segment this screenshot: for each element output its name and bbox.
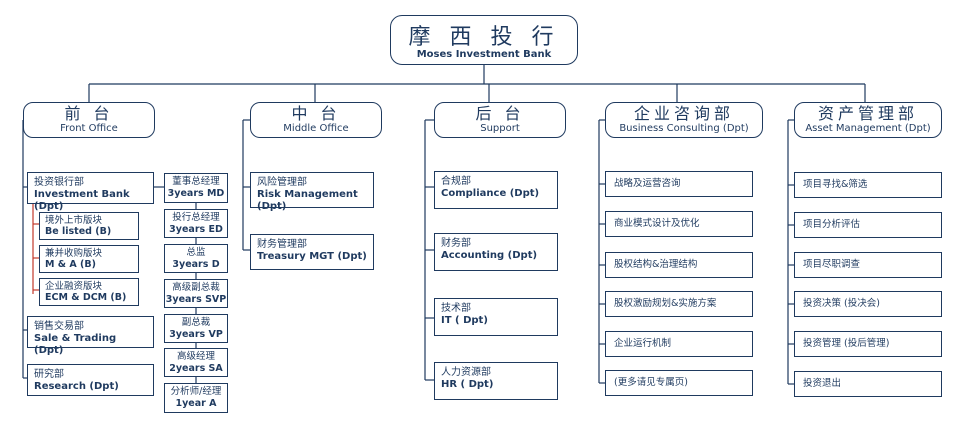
unit-accounting: 财务部 Accounting (Dpt)	[434, 233, 558, 271]
unit-compliance: 合规部 Compliance (Dpt)	[434, 171, 558, 209]
rank-label-en: 3years MD	[167, 188, 225, 199]
asset-item: 项目尽职调查	[794, 252, 942, 278]
unit-label-en: Research (Dpt)	[34, 381, 119, 392]
subunit-label-en: ECM & DCM (B)	[45, 292, 127, 303]
root-title-en: Moses Investment Bank	[416, 49, 552, 60]
dept-title-zh: 资产管理部	[817, 104, 918, 123]
asset-item: 投资决策 (投决会)	[794, 291, 942, 317]
rank-label-en: 2years SA	[169, 363, 223, 374]
rank-vp: 副总裁 3years VP	[164, 314, 228, 343]
rank-d: 总监 3years D	[164, 244, 228, 273]
subunit-label-en: Be listed (B)	[45, 226, 112, 237]
rank-analyst: 分析师/经理 1year A	[164, 383, 228, 413]
root-node: 摩 西 投 行 Moses Investment Bank	[390, 15, 578, 65]
consulting-item: 战略及运营咨询	[605, 171, 753, 197]
unit-label-zh: 财务部	[441, 238, 471, 249]
rank-svp: 高级副总裁 3years SVP	[164, 279, 228, 308]
rank-label-en: 3years D	[172, 259, 220, 270]
unit-label-en: Compliance (Dpt)	[441, 188, 540, 199]
rank-label-en: 1year A	[175, 398, 217, 409]
rank-label-en: 3years SVP	[165, 294, 227, 305]
dept-title-en: Middle Office	[283, 123, 349, 134]
rank-label-zh: 分析师/经理	[170, 386, 222, 397]
subunit-label-zh: 境外上市版块	[45, 215, 103, 226]
unit-label-en: IT ( Dpt)	[441, 315, 488, 326]
subunit-label-zh: 兼并收购版块	[45, 248, 103, 259]
unit-label-en: Sale & Trading (Dpt)	[34, 333, 117, 356]
subunit-m-and-a: 兼并收购版块 M & A (B)	[39, 245, 139, 273]
rank-label-zh: 总监	[186, 247, 206, 258]
unit-it: 技术部 IT ( Dpt)	[434, 298, 558, 336]
unit-label-zh: 财务管理部	[257, 239, 307, 250]
rank-label-en: 3years VP	[169, 329, 223, 340]
unit-label-en: Accounting (Dpt)	[441, 250, 538, 261]
unit-label-zh: 销售交易部	[34, 321, 84, 332]
unit-label-en: Treasury MGT (Dpt)	[257, 251, 367, 262]
dept-title-en: Support	[480, 123, 520, 134]
unit-label-zh: 研究部	[34, 369, 64, 380]
rank-label-zh: 高级经理	[176, 351, 215, 362]
unit-label-en: Investment Bank (Dpt)	[34, 189, 130, 212]
rank-md: 董事总经理 3years MD	[164, 173, 228, 203]
dept-middle-office: 中 台 Middle Office	[250, 102, 382, 138]
dept-front-office: 前 台 Front Office	[23, 102, 155, 138]
subunit-label-en: M & A (B)	[45, 259, 96, 270]
dept-title-en: Front Office	[60, 123, 118, 134]
unit-hr: 人力资源部 HR ( Dpt)	[434, 362, 558, 400]
unit-risk-management: 风险管理部 Risk Management (Dpt)	[250, 172, 374, 212]
consulting-item: 企业运行机制	[605, 331, 753, 357]
asset-item: 投资退出	[794, 371, 942, 397]
unit-sale-trading: 销售交易部 Sale & Trading (Dpt)	[27, 316, 154, 356]
dept-business-consulting: 企业咨询部 Business Consulting (Dpt)	[605, 102, 763, 138]
dept-title-zh: 后 台	[475, 104, 525, 123]
rank-label-zh: 投行总经理	[172, 212, 220, 223]
dept-title-en: Business Consulting (Dpt)	[619, 123, 749, 134]
rank-label-zh: 高级副总裁	[172, 282, 220, 293]
dept-asset-management: 资产管理部 Asset Management (Dpt)	[794, 102, 942, 138]
consulting-item: 股权结构&治理结构	[605, 252, 753, 278]
asset-item: 项目分析评估	[794, 212, 942, 238]
unit-investment-bank: 投资银行部 Investment Bank (Dpt)	[27, 172, 154, 212]
dept-title-zh: 中 台	[291, 104, 341, 123]
consulting-item: 股权激励规划&实施方案	[605, 291, 753, 317]
unit-label-zh: 人力资源部	[441, 367, 491, 378]
consulting-item: (更多请见专属页)	[605, 370, 753, 396]
subunit-label-zh: 企业融资版块	[45, 281, 103, 292]
dept-support: 后 台 Support	[434, 102, 566, 138]
rank-label-en: 3years ED	[169, 224, 223, 235]
subunit-be-listed: 境外上市版块 Be listed (B)	[39, 212, 139, 240]
root-title-zh: 摩 西 投 行	[408, 25, 560, 50]
subunit-ecm-dcm: 企业融资版块 ECM & DCM (B)	[39, 278, 139, 306]
unit-treasury: 财务管理部 Treasury MGT (Dpt)	[250, 234, 374, 270]
unit-label-en: HR ( Dpt)	[441, 379, 494, 390]
unit-label-zh: 合规部	[441, 176, 471, 187]
rank-sa: 高级经理 2years SA	[164, 348, 228, 377]
dept-title-zh: 前 台	[64, 104, 114, 123]
asset-item: 项目寻找&筛选	[794, 172, 942, 198]
asset-item: 投资管理 (投后管理)	[794, 331, 942, 357]
dept-title-zh: 企业咨询部	[633, 104, 734, 123]
unit-label-en: Risk Management (Dpt)	[257, 189, 358, 212]
unit-label-zh: 技术部	[441, 303, 471, 314]
rank-label-zh: 董事总经理	[172, 176, 220, 187]
rank-label-zh: 副总裁	[181, 317, 211, 328]
unit-label-zh: 投资银行部	[34, 177, 84, 188]
rank-ed: 投行总经理 3years ED	[164, 209, 228, 238]
unit-research: 研究部 Research (Dpt)	[27, 364, 154, 396]
dept-title-en: Asset Management (Dpt)	[805, 123, 931, 134]
consulting-item: 商业模式设计及优化	[605, 211, 753, 237]
unit-label-zh: 风险管理部	[257, 177, 307, 188]
